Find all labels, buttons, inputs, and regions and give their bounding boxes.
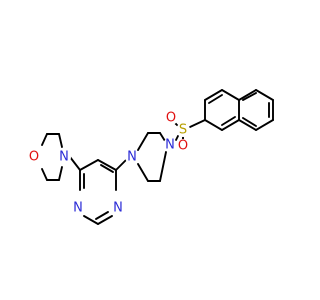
bond-double <box>221 116 236 126</box>
bond <box>189 119 206 128</box>
atom-symbol: N <box>127 150 137 165</box>
atom-symbol: N <box>73 201 83 216</box>
bond <box>58 133 63 148</box>
bond <box>238 119 257 131</box>
bond <box>97 159 117 171</box>
atom-S-sulfonyl: S <box>176 123 190 138</box>
molecule-structure: O N N N N N S O <box>27 89 274 225</box>
bond-double <box>242 117 257 127</box>
atom-symbol: N <box>59 150 69 165</box>
atom-O-sulfonyl-1: O <box>164 111 178 126</box>
bond <box>58 166 63 181</box>
bond <box>238 89 257 101</box>
bond <box>83 215 99 225</box>
bond <box>159 151 167 182</box>
atom-N-morpholine: N <box>57 150 71 165</box>
atom-labels: O N N N N N S O <box>27 111 190 216</box>
bond-double <box>100 164 114 173</box>
bond <box>69 156 81 171</box>
atom-symbol: O <box>166 111 176 126</box>
atom-N-piperazine-2: N <box>163 138 177 153</box>
bond <box>79 159 99 171</box>
bond <box>159 132 166 142</box>
atom-symbol: S <box>179 123 187 138</box>
bond <box>41 133 48 146</box>
bond <box>137 132 149 151</box>
bond <box>41 168 48 181</box>
atom-N-pyrimidine-1: N <box>71 201 85 216</box>
atom-symbol: O <box>29 150 39 165</box>
bond <box>115 159 127 171</box>
atom-symbol: O <box>178 139 188 154</box>
atom-symbol: N <box>165 138 175 153</box>
bond-double <box>95 211 109 220</box>
bond <box>255 89 274 101</box>
bond-double <box>208 94 223 104</box>
bond <box>97 215 113 225</box>
bond <box>255 119 274 131</box>
bond <box>221 119 240 131</box>
atom-N-pyrimidine-2: N <box>111 201 125 216</box>
bond <box>221 89 240 101</box>
bond <box>175 135 179 141</box>
atom-O-morpholine: O <box>27 150 41 165</box>
bonds <box>41 89 274 225</box>
atom-symbol: N <box>113 201 123 216</box>
bond-double <box>242 92 257 101</box>
atom-N-piperazine-1: N <box>125 150 139 165</box>
bond <box>204 119 223 131</box>
bond <box>204 89 223 101</box>
atom-O-sulfonyl-2: O <box>176 139 190 154</box>
bond <box>137 163 149 182</box>
